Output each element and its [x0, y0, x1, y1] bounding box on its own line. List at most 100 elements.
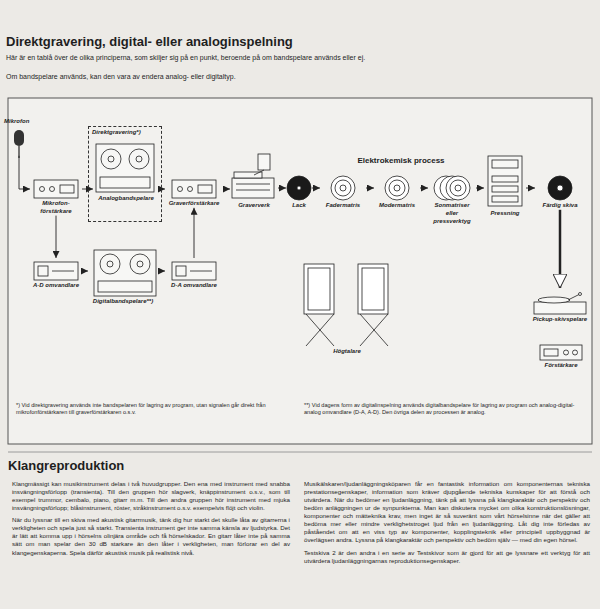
disc: Modermatris	[374, 172, 420, 210]
body-text: Testskiva 2 är den andra i en serie av T…	[304, 549, 590, 565]
converter-box: A-D omvandlare	[30, 258, 82, 290]
drawing-circle	[389, 180, 405, 196]
drawing-ellipse	[538, 297, 570, 303]
signal-arrow	[420, 188, 428, 189]
turntable-icon	[534, 293, 586, 315]
disc-stack: Sonmatriser eller pressverktyg	[428, 172, 476, 225]
drawing-rect	[98, 281, 152, 292]
drawing-circle	[385, 176, 409, 200]
microphone-icon	[14, 130, 24, 158]
drawing-rect	[8, 98, 592, 444]
signal-arrow	[194, 208, 195, 258]
process-label: Elektrokemisk process	[326, 156, 476, 166]
signal-arrow	[19, 156, 30, 189]
drawing-line	[306, 314, 334, 346]
drawing-circle	[178, 187, 183, 192]
drawing-line	[360, 314, 388, 346]
signal-arrow	[56, 216, 57, 258]
converter-box: D-A omvandlare	[165, 258, 223, 290]
signal-arrow	[223, 189, 230, 190]
drawing-rect	[544, 349, 558, 356]
drawing-circle	[108, 156, 114, 162]
drawing-circle	[107, 261, 113, 267]
signal-arrow	[312, 188, 320, 189]
drawing-line	[236, 190, 270, 191]
drawing-rect	[96, 144, 154, 192]
signal-arrow	[476, 188, 484, 189]
drawing-rect	[488, 156, 522, 206]
drawing-circle	[130, 254, 150, 274]
component-label: Modermatris	[374, 202, 420, 210]
disc-icons	[287, 176, 572, 200]
diagram-frame	[8, 98, 592, 452]
drawing-circle	[331, 176, 355, 200]
component-label: D-A omvandlare	[165, 282, 223, 290]
drawing-rect	[172, 180, 216, 198]
drawing-rect	[540, 345, 582, 360]
dashed-group: Direktgravering*) Analogbandspelare	[88, 126, 162, 222]
component-label: Förstärkare	[536, 362, 586, 370]
component-label: Direktgravering*)	[92, 129, 161, 137]
signal-arrow	[559, 210, 562, 288]
drawing-rect	[358, 264, 388, 314]
drawing-line	[52, 271, 74, 272]
component-label: Pressning	[484, 210, 526, 218]
turntable: Pickup-skivspelare	[531, 288, 589, 324]
loudspeakers: Högtalare	[292, 258, 402, 356]
loudspeaker-icons	[304, 264, 388, 346]
drawing-line	[306, 314, 334, 346]
drawing-circle	[129, 149, 149, 169]
drawing-circle	[573, 350, 578, 355]
disc: Fadermatris	[320, 172, 366, 210]
press: Pressning	[484, 154, 526, 218]
drawing-line	[236, 184, 270, 185]
drawing-rect	[34, 180, 78, 198]
drawing-circle	[557, 185, 563, 191]
component-label: Högtalare	[292, 348, 402, 356]
drawing-circle	[50, 187, 55, 192]
drawing-rect	[100, 177, 150, 188]
tape-recorder: Digitalbandspelare**)	[88, 248, 158, 306]
drawing-rect	[492, 186, 518, 192]
component-label: Mikrofon	[4, 118, 40, 126]
drawing-rect	[34, 262, 78, 280]
drawing-rect	[492, 176, 518, 182]
drawing-circle	[564, 350, 569, 355]
drawing-circle	[394, 185, 400, 191]
body-text: Klangmässigt kan musikinstrument delas i…	[12, 480, 290, 512]
drawing-rect	[362, 268, 384, 310]
drawing-circle	[297, 186, 301, 190]
component-label: Graververk	[230, 202, 278, 210]
drawing-rect	[492, 196, 518, 202]
component-label: A-D omvandlare	[30, 282, 82, 290]
drawing-circle	[579, 293, 582, 296]
signal-arrow	[366, 188, 374, 189]
intro-text: Om bandspelare används, kan den vara av …	[6, 72, 566, 81]
text-column: Klangmässigt kan musikinstrument delas i…	[12, 480, 290, 561]
drawing-circle	[446, 176, 470, 200]
drawing-circle	[188, 187, 193, 192]
body-text: Musikälskaren/ljudanläggningsköparen får…	[304, 480, 590, 545]
drawing-rect	[198, 185, 212, 193]
disc: Lack	[286, 172, 312, 210]
intro-text: Här är en tablå över de olika principern…	[6, 53, 566, 62]
drawing-line	[254, 170, 264, 175]
disc: Färdig skiva	[535, 172, 585, 210]
signal-arrow	[159, 189, 165, 190]
drawing-circle	[287, 176, 311, 200]
drawing-rect	[38, 266, 48, 276]
amplifier-box: Förstärkare	[536, 342, 586, 370]
section-heading: Klangreproduktion	[8, 458, 308, 475]
amplifier-box: Mikrofon-förstärkare	[30, 178, 82, 216]
body-text: När du lyssnar till en skiva med akustis…	[12, 516, 290, 556]
drawing-circle	[548, 176, 572, 200]
component-label: Pickup-skivspelare	[531, 316, 589, 324]
page-title: Direktgravering, digital- eller analogin…	[6, 34, 594, 49]
component-label: Mikrofon-förstärkare	[30, 200, 82, 216]
tape-recorder: Analogbandspelare	[93, 143, 159, 203]
component-label: Digitalbandspelare**)	[88, 298, 158, 306]
signal-arrow	[158, 271, 165, 272]
amplifier-box: Graverförstärkare	[165, 178, 223, 208]
drawing-circle	[136, 156, 142, 162]
press-icon	[488, 156, 522, 206]
